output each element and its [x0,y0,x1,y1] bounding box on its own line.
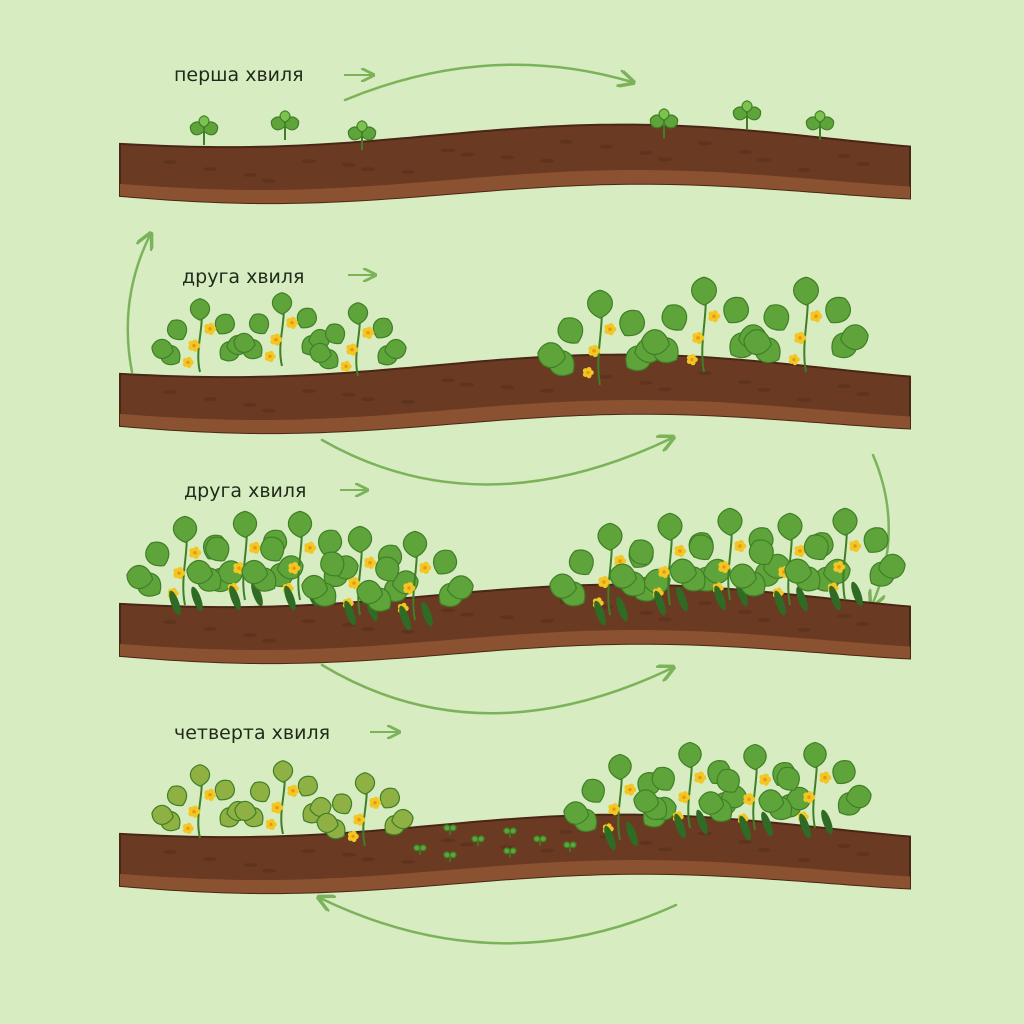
wave-label-3: друга хвиля [184,480,306,502]
sprout [503,847,517,858]
sprout [563,841,577,852]
curved-arrow-icon [126,235,150,374]
cycle-arrows [126,63,890,945]
cucumber-plant [316,772,414,847]
cucumber-plant [784,507,906,611]
seedling [805,110,835,140]
curved-arrow-icon [872,453,890,605]
curved-arrow-icon [320,898,678,945]
cucumber-plant [356,530,474,631]
wave-label-group-4: четверта хвиля [174,722,398,744]
curved-arrow-icon [320,438,672,486]
soil-band-4 [119,813,911,895]
cucumber-plant [151,298,249,373]
wave-label-2: друга хвиля [182,266,304,288]
cucumber-plant [126,515,244,616]
cucumber-plant [309,302,407,377]
sprout [413,844,427,855]
soil-bands [119,123,911,895]
sprout [503,827,517,838]
curved-arrow-icon [343,63,632,102]
wave-label-group-3: друга хвиля [184,480,366,502]
curved-arrow-icon [320,663,672,715]
soil-band-1 [119,123,911,205]
cucumber-plant [151,764,249,839]
seedling [732,100,762,130]
wave-label-group-1: перша хвиля [174,64,372,86]
seedling [189,115,219,145]
plants [126,100,906,862]
seedling [270,110,300,140]
sprout [533,835,547,846]
cucumber-plant [743,276,869,373]
sprout [443,824,457,835]
soil-band-2 [119,353,911,435]
seedling [347,120,377,150]
seedling [649,108,679,138]
wave-label-1: перша хвиля [174,64,304,86]
cucumber-plant [233,292,331,367]
cucumber-plant [301,525,419,626]
cucumber-plant [241,510,359,611]
sprout [443,851,457,862]
cucumber-plant [234,760,332,835]
wave-label-4: четверта хвиля [174,722,330,744]
cucumber-plant [758,741,872,839]
wave-label-group-2: друга хвиля [182,266,374,288]
sprout [471,835,485,846]
